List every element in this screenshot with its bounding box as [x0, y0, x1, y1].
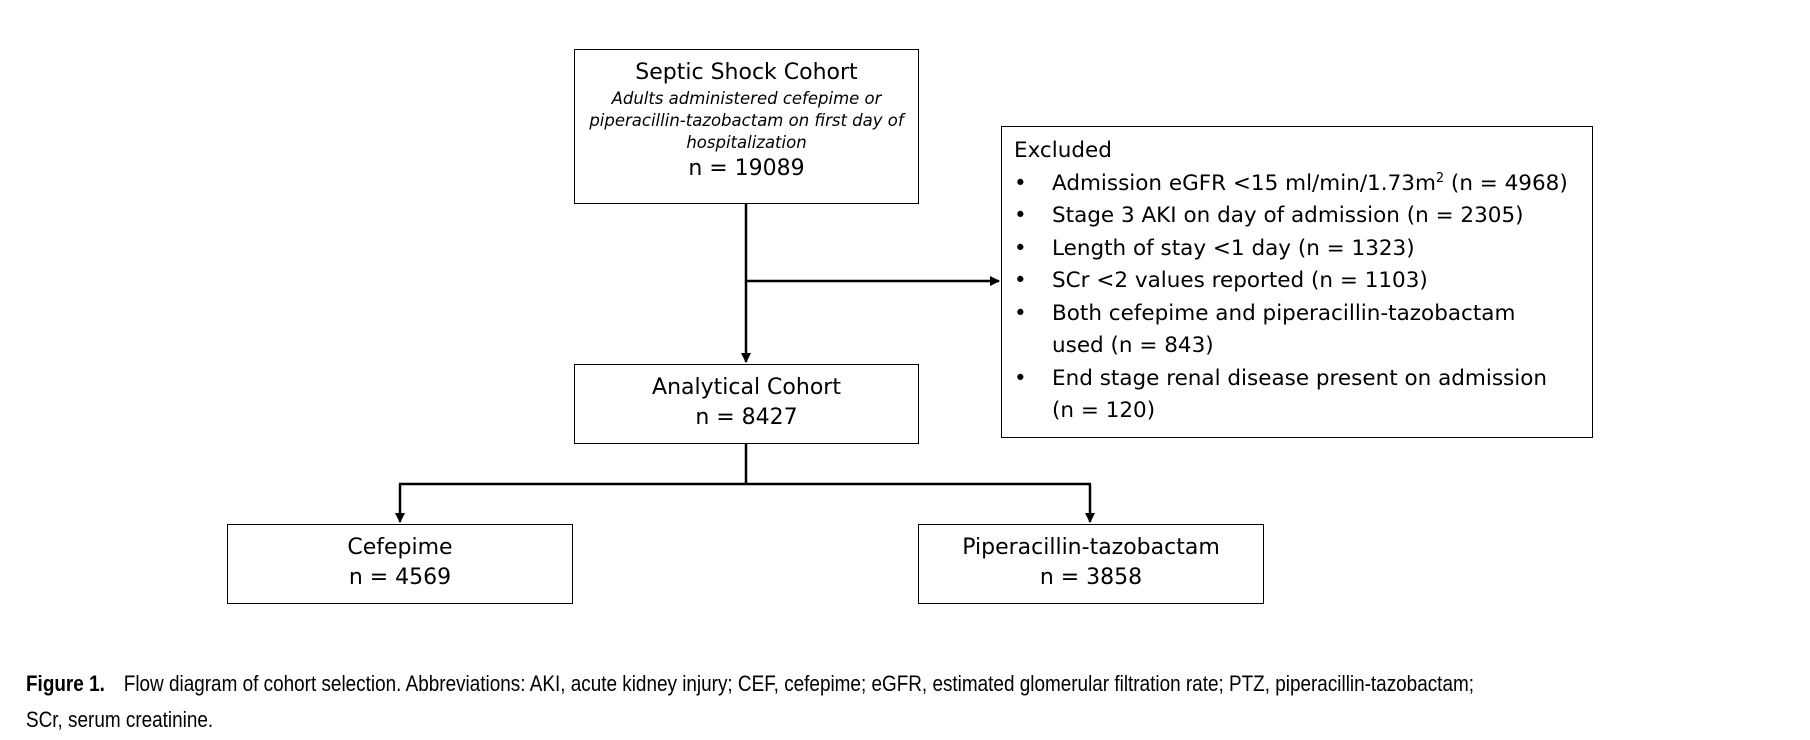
caption-text-line2: SCr, serum creatinine. — [26, 707, 214, 732]
caption-line-1: Figure 1. Flow diagram of cohort selectio… — [26, 666, 1789, 702]
bullet-icon: • — [1014, 170, 1027, 196]
bullet-icon: • — [1014, 365, 1027, 391]
caption-label: Figure 1. — [26, 671, 105, 696]
septic-shock-cohort-box: Septic Shock Cohort Adults administered … — [574, 49, 919, 204]
septic-box-count: n = 19089 — [688, 156, 805, 181]
analytical-box-title: Analytical Cohort — [652, 375, 841, 400]
septic-box-subtitle-line1: Adults administered cefepime or — [611, 89, 882, 108]
excluded-item-both-antibiotics-line1: Both cefepime and piperacillin-tazobacta… — [1052, 300, 1516, 326]
bullet-icon: • — [1014, 203, 1027, 228]
excluded-item-aki: • Stage 3 AKI on day of admission (n = 2… — [1014, 200, 1580, 233]
connector-layer — [395, 204, 1095, 523]
excluded-item-egfr-count: (n = 4968) — [1444, 170, 1568, 196]
cefepime-box: Cefepime n = 4569 — [227, 524, 573, 604]
figure-caption: Figure 1. Flow diagram of cohort selectio… — [26, 666, 1789, 738]
excluded-list: • Admission eGFR <15 ml/min/1.73m2 (n = … — [1014, 168, 1580, 428]
excluded-item-esrd-line1: End stage renal disease present on admis… — [1052, 365, 1547, 391]
excluded-box-title: Excluded — [1014, 138, 1112, 163]
flow-diagram: Septic Shock Cohort Adults administered … — [227, 49, 1593, 604]
cefepime-box-count: n = 4569 — [348, 565, 452, 590]
excluded-item-egfr-text: Admission eGFR <15 ml/min/1.73m — [1052, 170, 1436, 196]
ptz-box-title: Piperacillin-tazobactam — [962, 535, 1220, 560]
bullet-icon: • — [1014, 235, 1027, 261]
caption-text-line1: Flow diagram of cohort selection. Abbrev… — [123, 671, 1474, 696]
excluded-item-egfr-superscript: 2 — [1435, 170, 1445, 186]
excluded-item-length-of-stay-text: Length of stay <1 day (n = 1323) — [1052, 235, 1415, 261]
septic-box-subtitle-line3: hospitalization — [686, 133, 807, 152]
piperacillin-tazobactam-box: Piperacillin-tazobactam n = 3858 — [918, 524, 1264, 604]
analytical-box-count: n = 8427 — [695, 405, 798, 430]
ptz-box-count: n = 3858 — [1039, 565, 1143, 590]
excluded-item-aki-text: Stage 3 AKI on day of admission (n = 230… — [1052, 203, 1524, 228]
excluded-box: Excluded • Admission eGFR <15 ml/min/1.7… — [1001, 126, 1593, 438]
excluded-item-esrd: • End stage renal disease present on adm… — [1014, 363, 1580, 428]
analytical-cohort-box: Analytical Cohort n = 8427 — [574, 364, 919, 444]
septic-box-subtitle-line2: piperacillin-tazobactam on first day of — [589, 111, 904, 130]
excluded-item-esrd-line2: (n = 120) — [1052, 398, 1156, 423]
excluded-item-both-antibiotics: • Both cefepime and piperacillin-tazobac… — [1014, 298, 1580, 363]
bullet-icon: • — [1014, 268, 1027, 293]
excluded-item-scr: • SCr <2 values reported (n = 1103) — [1014, 265, 1580, 298]
excluded-item-scr-text: SCr <2 values reported (n = 1103) — [1052, 268, 1428, 293]
excluded-item-egfr: • Admission eGFR <15 ml/min/1.73m2 (n = … — [1014, 168, 1580, 201]
excluded-item-length-of-stay: • Length of stay <1 day (n = 1323) — [1014, 233, 1580, 266]
septic-box-title: Septic Shock Cohort — [635, 60, 858, 85]
bullet-icon: • — [1014, 300, 1027, 326]
excluded-item-both-antibiotics-line2: used (n = 843) — [1052, 333, 1214, 358]
cefepime-box-title: Cefepime — [347, 535, 453, 560]
